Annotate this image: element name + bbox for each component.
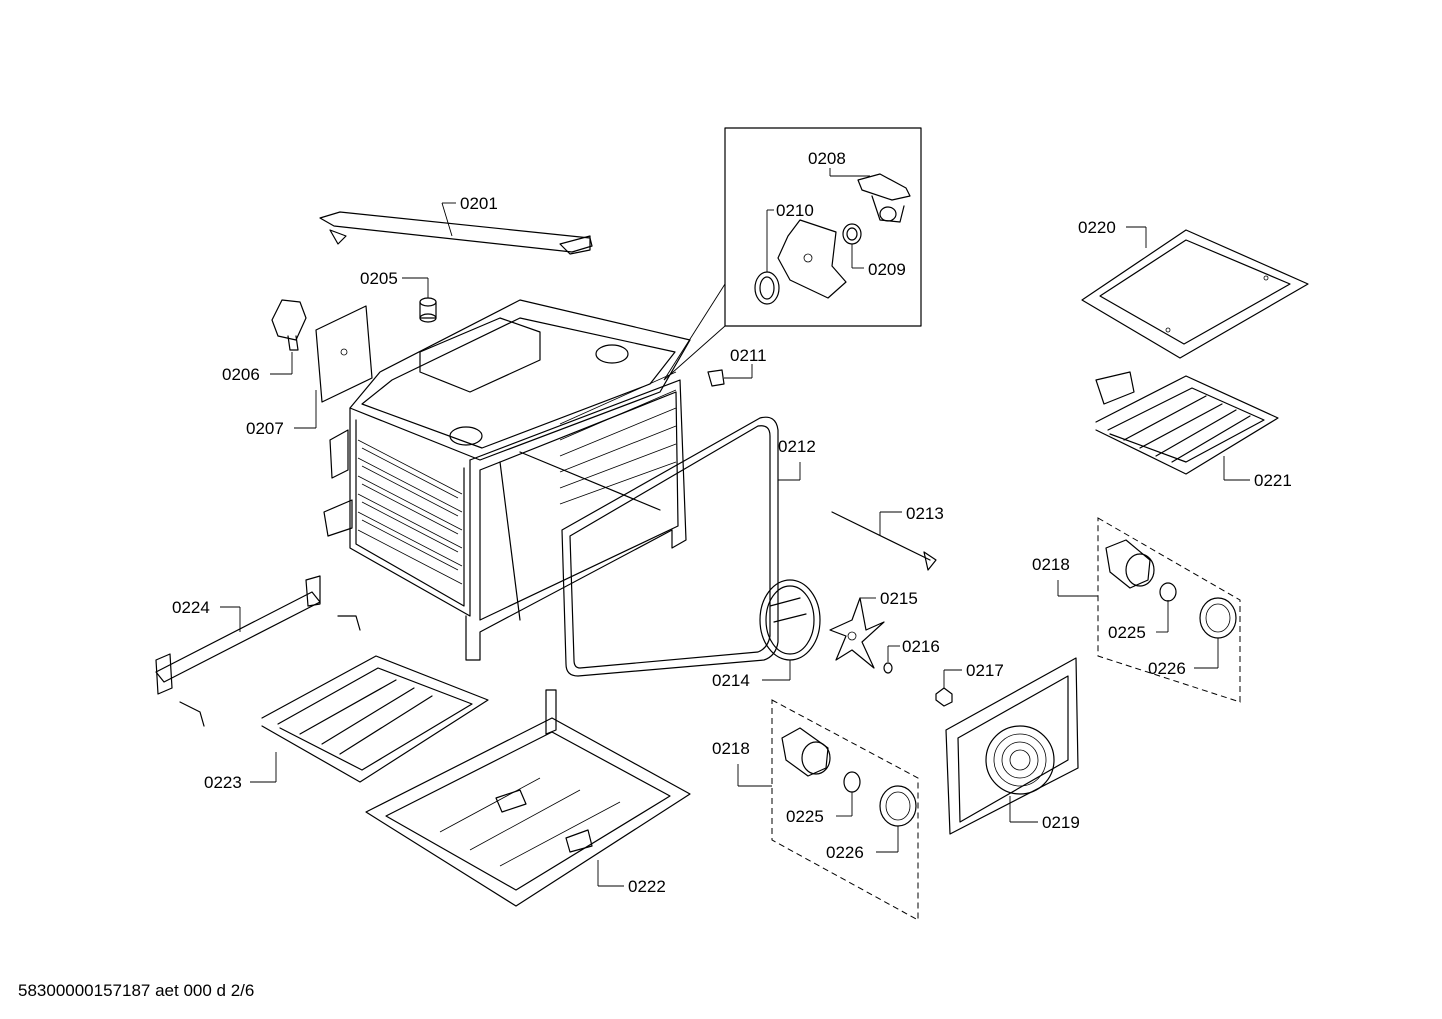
part-0221-grill-heater bbox=[1095, 371, 1279, 481]
label-0205: 0205 bbox=[360, 269, 398, 288]
label-0213: 0213 bbox=[906, 504, 944, 523]
label-0218-lower: 0218 bbox=[712, 739, 750, 758]
part-0217-spacer bbox=[935, 669, 962, 707]
part-0216-nut bbox=[883, 645, 900, 674]
label-0220: 0220 bbox=[1078, 218, 1116, 237]
label-0216: 0216 bbox=[902, 637, 940, 656]
label-0219: 0219 bbox=[1042, 813, 1080, 832]
part-0220-cover bbox=[1081, 226, 1309, 359]
part-0224-rail bbox=[155, 575, 321, 695]
label-0214: 0214 bbox=[712, 671, 750, 690]
part-0214-ring-heater bbox=[759, 579, 821, 681]
label-0224: 0224 bbox=[172, 598, 210, 617]
part-0219-back-panel bbox=[945, 657, 1079, 835]
label-0221: 0221 bbox=[1254, 471, 1292, 490]
label-0212: 0212 bbox=[778, 437, 816, 456]
part-0222-bottom-tray bbox=[365, 689, 691, 907]
document-id: 58300000157187 aet 000 d 2/6 bbox=[18, 981, 255, 1000]
label-0208: 0208 bbox=[808, 149, 846, 168]
part-0206-0207-thermostat bbox=[270, 299, 373, 429]
label-0225-upper: 0225 bbox=[1108, 623, 1146, 642]
label-0207: 0207 bbox=[246, 419, 284, 438]
label-0218-upper: 0218 bbox=[1032, 555, 1070, 574]
part-0213-rod bbox=[831, 511, 937, 571]
label-0210: 0210 bbox=[776, 201, 814, 220]
label-0217: 0217 bbox=[966, 661, 1004, 680]
label-0222: 0222 bbox=[628, 877, 666, 896]
detail-inset bbox=[663, 127, 922, 381]
label-0206: 0206 bbox=[222, 365, 260, 384]
part-0211-pin bbox=[707, 364, 753, 387]
label-0211: 0211 bbox=[730, 346, 767, 365]
oven-cavity bbox=[323, 299, 691, 661]
label-0201: 0201 bbox=[460, 194, 498, 213]
part-0218-lamp-upper bbox=[1057, 517, 1241, 703]
part-0215-fan bbox=[829, 597, 885, 669]
label-0225-lower: 0225 bbox=[786, 807, 824, 826]
part-0223-bake-heater bbox=[179, 615, 489, 783]
label-0209: 0209 bbox=[868, 260, 906, 279]
label-0215: 0215 bbox=[880, 589, 918, 608]
label-0226-lower: 0226 bbox=[826, 843, 864, 862]
label-0226-upper: 0226 bbox=[1148, 659, 1186, 678]
part-0212-seal bbox=[561, 416, 801, 677]
part-0218-lamp-lower bbox=[737, 699, 919, 921]
part-0205-socket bbox=[402, 277, 437, 323]
label-0223: 0223 bbox=[204, 773, 242, 792]
part-0201-rail bbox=[319, 202, 593, 255]
